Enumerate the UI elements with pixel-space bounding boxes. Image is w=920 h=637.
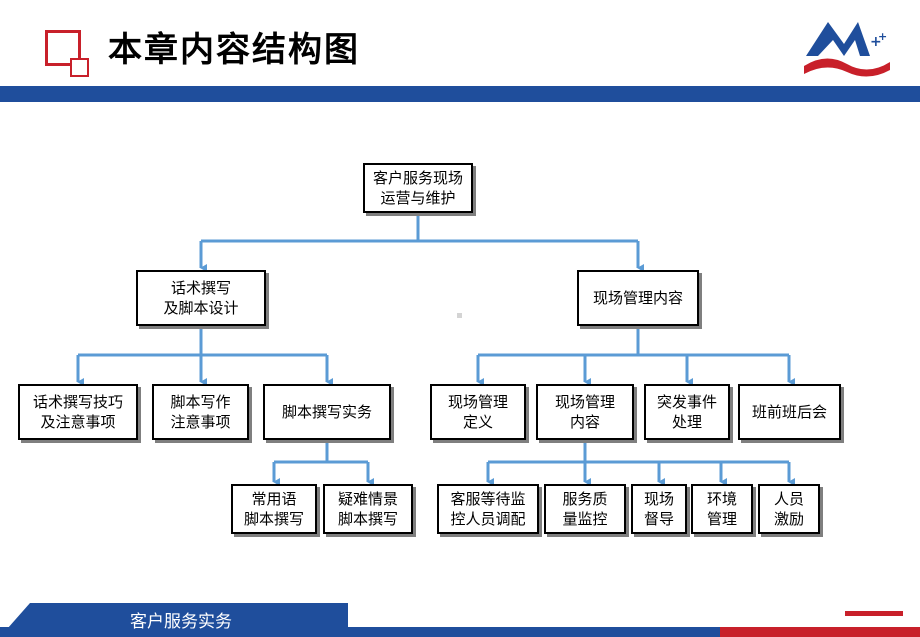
node-emergency-handling: 突发事件 处理: [644, 384, 730, 440]
node-difficult-scenario-script: 疑难情景 脚本撰写: [323, 484, 413, 534]
page-title: 本章内容结构图: [108, 30, 360, 70]
node-quality-monitor: 服务质 量监控: [544, 484, 626, 534]
node-script-practice: 脚本撰写实务: [263, 384, 391, 440]
footer-red-mark: [845, 611, 903, 616]
node-staff-motivation: 人员 激励: [758, 484, 820, 534]
node-waiting-monitor: 客服等待监 控人员调配: [437, 484, 539, 534]
node-management-content: 现场管理 内容: [536, 384, 634, 440]
node-script-skills: 话术撰写技巧 及注意事项: [18, 384, 138, 440]
footer-tab: [0, 603, 348, 637]
svg-text:+: +: [878, 30, 887, 43]
svg-text:+: +: [870, 34, 882, 50]
footer-red-bar: [720, 627, 920, 637]
title-decoration-small-square: [70, 58, 89, 77]
title-decoration-square: [45, 30, 81, 66]
node-management-definition: 现场管理 定义: [430, 384, 526, 440]
node-branch-site-management: 现场管理内容: [577, 270, 699, 326]
node-root: 客户服务现场 运营与维护: [363, 163, 473, 213]
footer-text: 客户服务实务: [130, 612, 232, 632]
node-shift-meeting: 班前班后会: [738, 384, 841, 440]
header-bar: [0, 86, 920, 102]
center-dot: [457, 313, 462, 318]
node-common-phrases-script: 常用语 脚本撰写: [231, 484, 317, 534]
node-script-notes: 脚本写作 注意事项: [152, 384, 249, 440]
node-onsite-supervision: 现场 督导: [631, 484, 687, 534]
node-branch-script-design: 话术撰写 及脚本设计: [136, 270, 266, 326]
node-environment-management: 环境 管理: [691, 484, 753, 534]
logo-icon: + +: [804, 22, 890, 77]
footer-bar: [0, 627, 920, 637]
